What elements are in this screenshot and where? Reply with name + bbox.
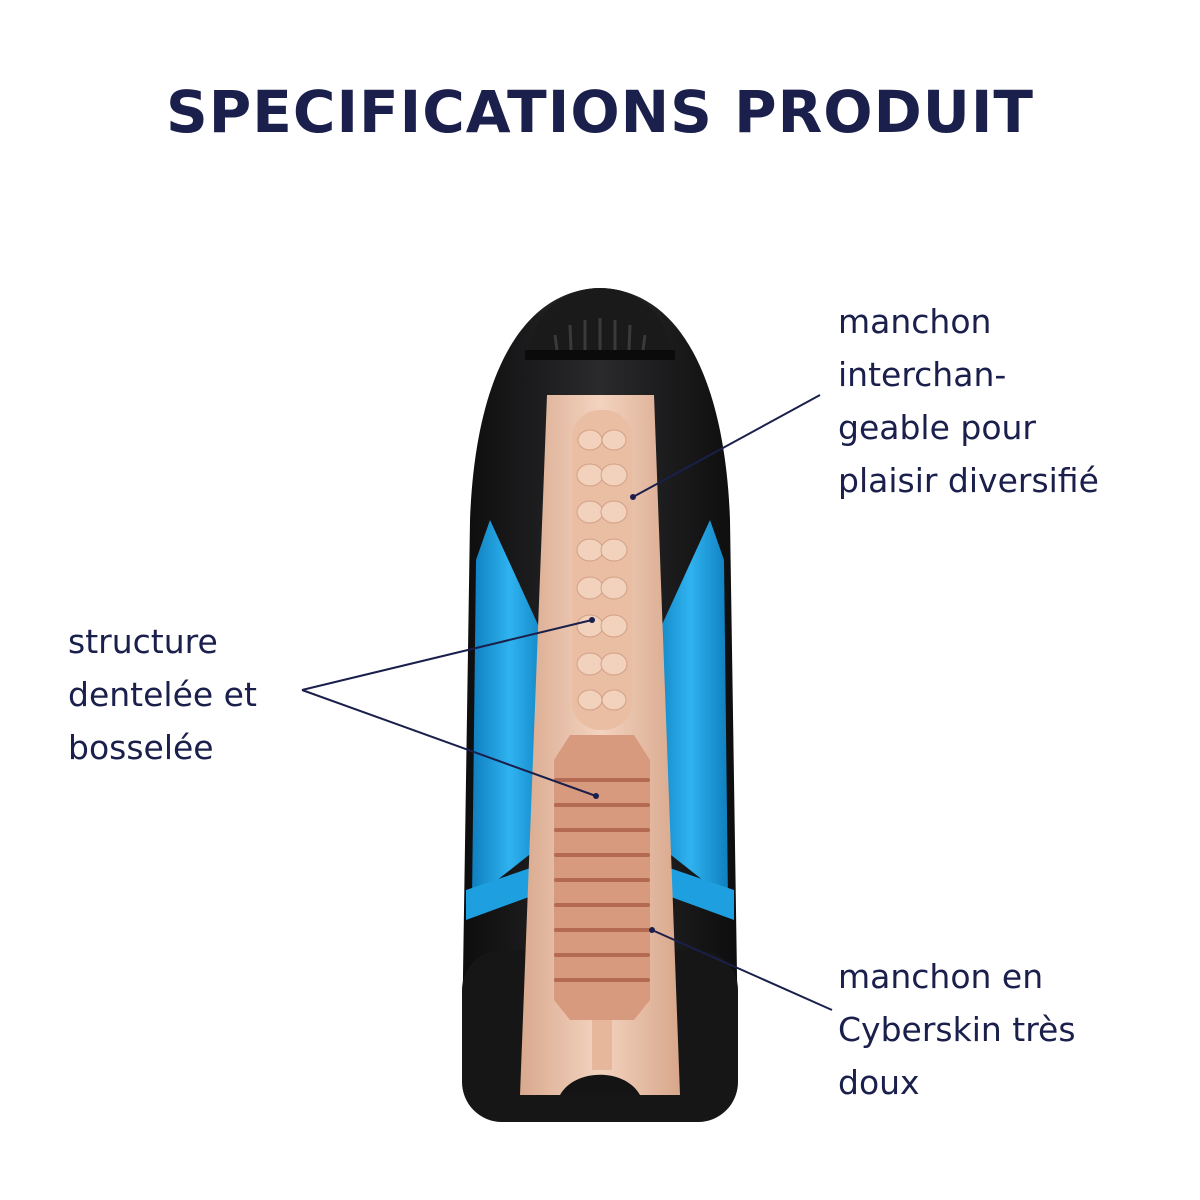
callout-cyberskin-sleeve: manchon en Cyberskin très doux — [838, 950, 1076, 1109]
callout-line: plaisir diversifié — [838, 461, 1099, 500]
sleeve-cutaway — [520, 395, 680, 1095]
callout-lines — [301, 394, 833, 1011]
callout-interchangeable-sleeve: manchon interchan- geable pour plaisir d… — [838, 295, 1099, 507]
page-title: SPECIFICATIONS PRODUIT — [165, 78, 1034, 146]
callout-textured-structure: structure dentelée et bosselée — [68, 615, 257, 774]
callout-line: structure — [68, 622, 218, 661]
callout-line: interchan- — [838, 355, 1007, 394]
callout-line: doux — [838, 1063, 920, 1102]
callout-line: Cyberskin très — [838, 1010, 1076, 1049]
callout-line: bosselée — [68, 728, 214, 767]
device-cap — [525, 288, 675, 360]
callout-line: manchon en — [838, 957, 1044, 996]
callout-line: geable pour — [838, 408, 1036, 447]
callout-line: manchon — [838, 302, 992, 341]
callout-line: dentelée et — [68, 675, 257, 714]
